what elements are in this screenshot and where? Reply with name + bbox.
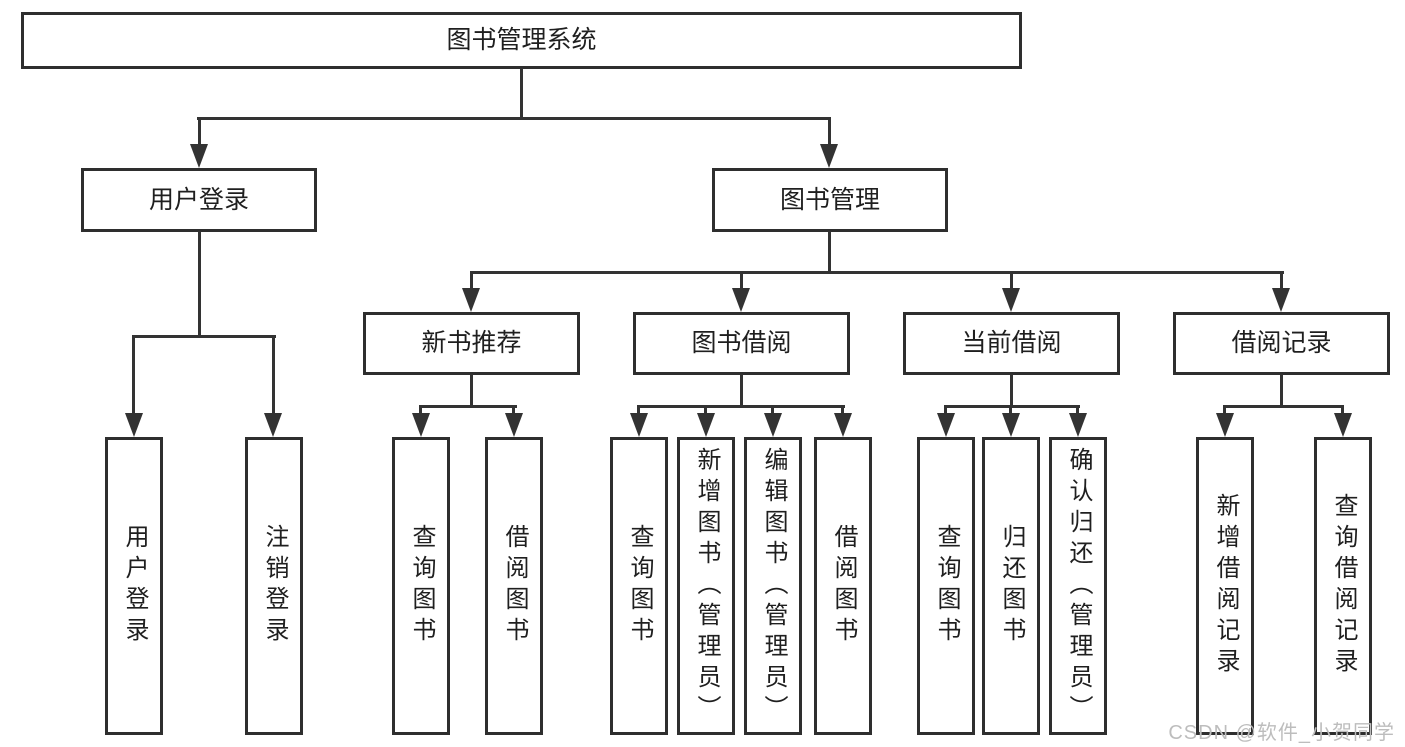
connector-records-down — [1280, 374, 1283, 407]
leaf-add-borrow-record: 新增借阅记录 — [1196, 437, 1254, 735]
leaf-confirm-return-admin: 确认归还（管理员） — [1049, 437, 1107, 735]
arrow-down-icon — [1002, 413, 1020, 437]
connector-leaf-stem — [419, 405, 422, 416]
leaf-query-borrow-record: 查询借阅记录 — [1314, 437, 1372, 735]
node-current-borrow: 当前借阅 — [903, 312, 1120, 375]
arrow-down-icon — [462, 288, 480, 312]
connector-level3-bar — [470, 271, 1284, 274]
arrow-down-icon — [264, 413, 282, 437]
connector-user-login-bar — [132, 335, 276, 338]
leaf-query-books-borrow: 查询图书 — [610, 437, 668, 735]
arrow-down-icon — [764, 413, 782, 437]
connector-current-down — [1010, 374, 1013, 407]
connector-level3-stem — [1280, 271, 1283, 291]
leaf-borrow-books-recommend: 借阅图书 — [485, 437, 543, 735]
node-root: 图书管理系统 — [21, 12, 1022, 69]
connector-leaf-stem — [841, 405, 844, 416]
connector-user-login-stem — [198, 117, 201, 146]
connector-user-login-down — [198, 231, 201, 336]
connector-leaf-stem — [512, 405, 515, 416]
arrow-down-icon — [505, 413, 523, 437]
connector-leaf-stem — [1341, 405, 1344, 416]
connector-leaf-stem — [272, 335, 275, 415]
arrow-down-icon — [1216, 413, 1234, 437]
connector-level3-stem — [470, 271, 473, 291]
connector-recommend-down — [470, 374, 473, 407]
leaf-query-books-recommend: 查询图书 — [392, 437, 450, 735]
connector-book-mgmt-stem — [828, 117, 831, 146]
arrow-down-icon — [1272, 288, 1290, 312]
connector-borrow-down — [740, 374, 743, 407]
connector-level3-stem — [740, 271, 743, 291]
connector-leaf-stem — [704, 405, 707, 416]
arrow-down-icon — [412, 413, 430, 437]
connector-leaf-stem — [1223, 405, 1226, 416]
leaf-return-book: 归还图书 — [982, 437, 1040, 735]
connector-records-bar — [1223, 405, 1344, 408]
arrow-down-icon — [1002, 288, 1020, 312]
connector-borrow-bar — [637, 405, 845, 408]
leaf-add-book-admin: 新增图书（管理员） — [677, 437, 735, 735]
node-book-borrow: 图书借阅 — [633, 312, 850, 375]
leaf-query-books-current: 查询图书 — [917, 437, 975, 735]
connector-level3-stem — [1010, 271, 1013, 291]
node-book-management: 图书管理 — [712, 168, 948, 232]
connector-leaf-stem — [1009, 405, 1012, 416]
connector-leaf-stem — [637, 405, 640, 416]
connector-recommend-bar — [419, 405, 517, 408]
connector-root-stem — [520, 68, 523, 118]
arrow-down-icon — [834, 413, 852, 437]
leaf-borrow-books: 借阅图书 — [814, 437, 872, 735]
arrow-down-icon — [630, 413, 648, 437]
watermark: CSDN @软件_小贺同学 — [1168, 722, 1395, 744]
connector-book-mgmt-down — [828, 231, 831, 274]
arrow-down-icon — [1069, 413, 1087, 437]
arrow-down-icon — [820, 144, 838, 168]
leaf-user-login: 用户登录 — [105, 437, 163, 735]
connector-leaf-stem — [771, 405, 774, 416]
arrow-down-icon — [732, 288, 750, 312]
node-user-login: 用户登录 — [81, 168, 317, 232]
connector-leaf-stem — [132, 335, 135, 415]
node-new-book-recommend: 新书推荐 — [363, 312, 580, 375]
arrow-down-icon — [125, 413, 143, 437]
connector-level2-bar — [197, 117, 831, 120]
arrow-down-icon — [190, 144, 208, 168]
connector-leaf-stem — [944, 405, 947, 416]
arrow-down-icon — [697, 413, 715, 437]
arrow-down-icon — [937, 413, 955, 437]
connector-current-bar — [944, 405, 1080, 408]
node-borrow-records: 借阅记录 — [1173, 312, 1390, 375]
connector-leaf-stem — [1076, 405, 1079, 416]
leaf-logout: 注销登录 — [245, 437, 303, 735]
arrow-down-icon — [1334, 413, 1352, 437]
leaf-edit-book-admin: 编辑图书（管理员） — [744, 437, 802, 735]
